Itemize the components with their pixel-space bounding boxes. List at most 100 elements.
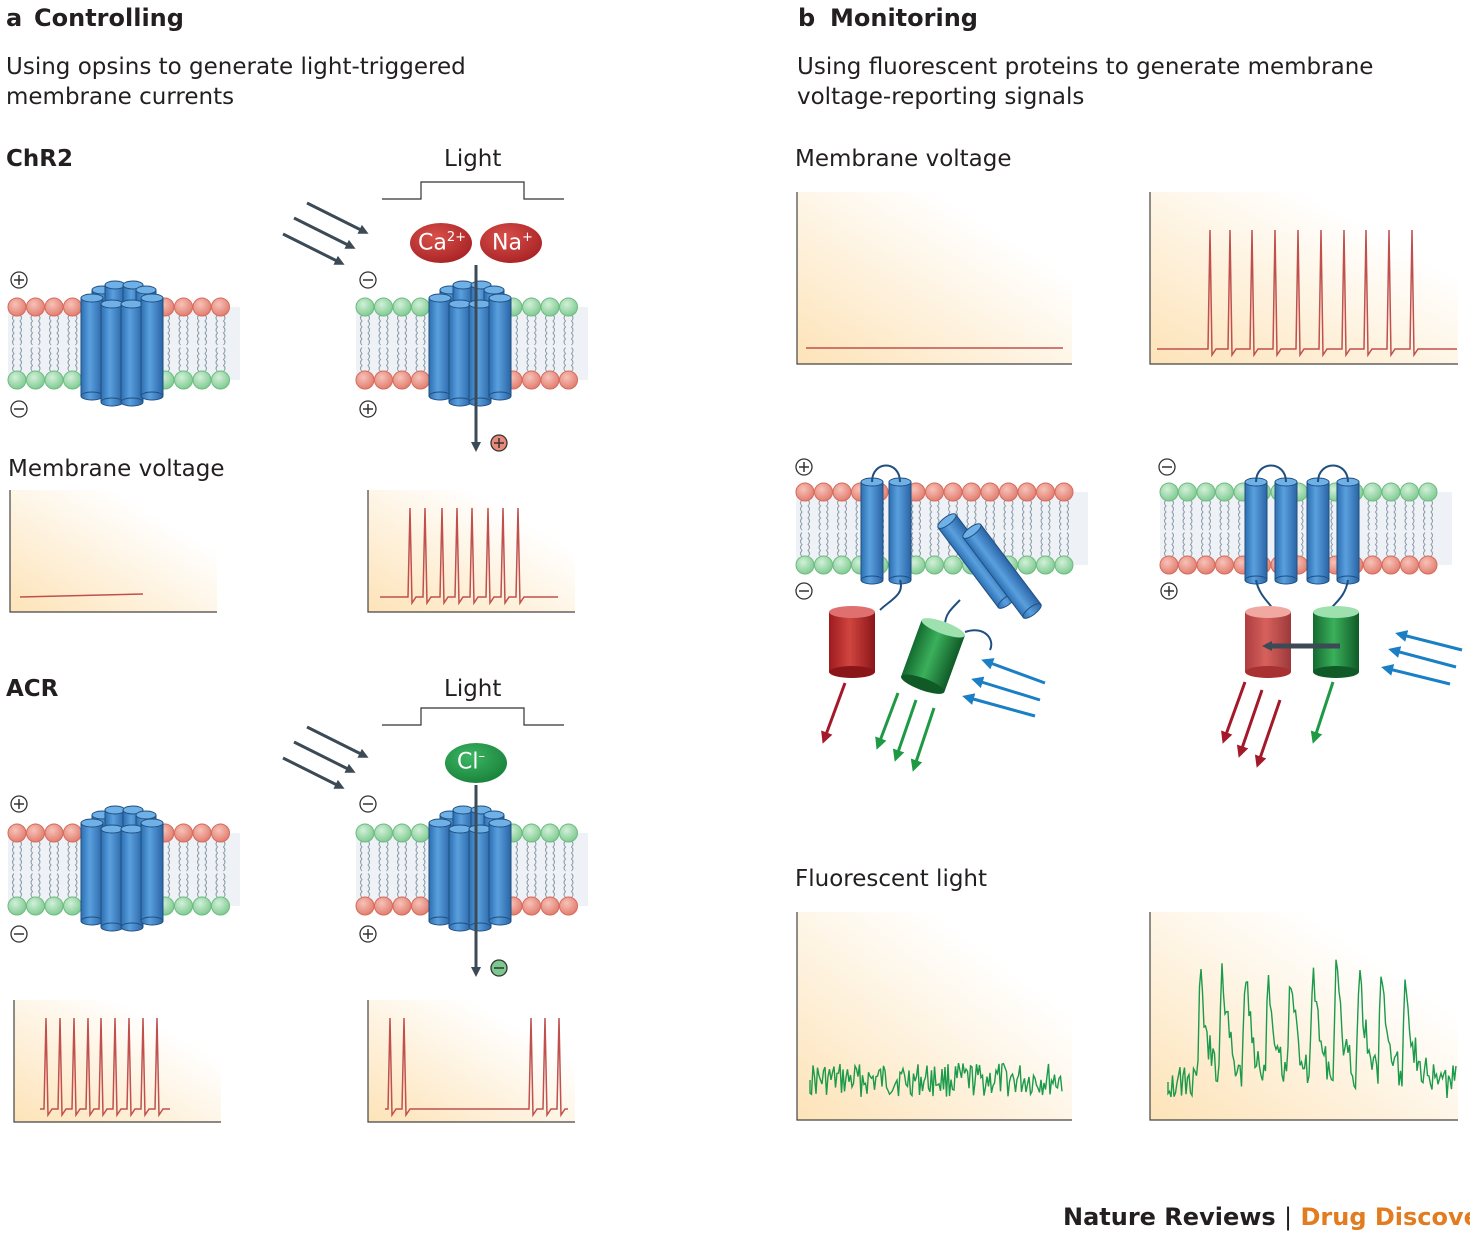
lipid-head <box>1036 482 1055 502</box>
lipid-tail <box>367 314 370 346</box>
excitation-arrow <box>1395 630 1463 652</box>
cylinder-body <box>80 297 104 397</box>
lipid-tail <box>215 840 219 872</box>
plot-voltage-rest <box>796 192 1072 365</box>
lipid-tail <box>74 840 78 872</box>
lipid-tail <box>966 499 970 531</box>
ion-cl-label: Cl– <box>457 749 485 774</box>
lipid-head <box>1159 555 1179 575</box>
cylinder-top <box>140 818 164 828</box>
cylinder-top <box>448 824 472 834</box>
lipid-tail <box>1404 499 1408 531</box>
channel-acr-lit <box>428 805 512 932</box>
lipid-tail <box>515 314 518 346</box>
cylinder-top <box>135 285 157 295</box>
lipid-tail <box>1430 499 1433 531</box>
light-pulse-acr <box>382 707 564 726</box>
helix <box>468 824 492 932</box>
helix <box>1336 477 1360 585</box>
plus-sign-icon <box>1160 582 1178 600</box>
cylinder-top <box>448 299 472 309</box>
plus-sign-icon <box>359 925 377 943</box>
ion-cl-oval <box>445 743 507 783</box>
lipid-head <box>192 896 212 916</box>
cylinder-top <box>80 818 104 828</box>
lipid-head <box>1400 482 1419 502</box>
plot-acr-rest <box>13 1000 221 1123</box>
lipid-tail <box>404 314 407 346</box>
footer-section: Drug Discovery <box>1300 1203 1470 1231</box>
cylinder-bottom <box>100 922 124 932</box>
lipid-tail <box>1300 499 1304 531</box>
cylinder-top <box>104 805 126 815</box>
cylinder-bottom <box>488 916 512 926</box>
plot-background <box>1150 912 1458 1120</box>
lipid-head <box>1381 482 1401 502</box>
helix <box>140 818 164 926</box>
lipid-tail <box>570 840 574 872</box>
green-fp-barrel <box>1313 612 1359 672</box>
cylinder-body <box>120 303 144 403</box>
lipid-tail <box>918 499 921 531</box>
red-emission-arrow <box>1221 681 1247 744</box>
lipid-head <box>540 823 560 843</box>
light-arrow <box>282 756 345 789</box>
lipid-tail <box>222 314 226 346</box>
cylinder-top <box>488 293 512 303</box>
red-emission-arrow <box>1236 689 1264 758</box>
cylinder-bottom <box>428 916 452 926</box>
linker <box>879 579 902 611</box>
helix <box>120 299 144 407</box>
lipid-head <box>925 555 944 575</box>
lipid-head <box>795 555 815 575</box>
plot-chr2-lit <box>367 490 575 613</box>
lipid-head <box>1381 555 1401 575</box>
cylinder-bottom <box>100 397 124 407</box>
lipid-head <box>999 482 1018 502</box>
lipid-tail <box>167 314 170 346</box>
cylinder-body <box>468 303 492 403</box>
lipid-tail <box>533 314 537 346</box>
light-arrow <box>293 216 356 249</box>
ion-ca-label: Ca2+ <box>418 230 466 255</box>
lipid-head <box>392 896 412 916</box>
cylinder-body <box>1336 481 1360 581</box>
red-emission-arrow <box>821 682 847 744</box>
lipid-head <box>44 823 64 843</box>
channel-chr2-lit <box>428 280 512 407</box>
footer-separator: | <box>1284 1203 1293 1231</box>
minus-sign-icon <box>359 271 377 289</box>
lipid-head <box>26 896 45 916</box>
minus-sign-icon <box>10 400 28 418</box>
lipid-head <box>26 823 45 843</box>
cylinder-bottom <box>80 916 104 926</box>
lipid-tail <box>185 840 189 872</box>
lipid-tail <box>197 840 200 872</box>
helix-loop <box>871 464 901 483</box>
cylinder-bottom <box>140 916 164 926</box>
minus-sign-icon <box>1158 458 1176 476</box>
lipid-tail <box>1010 499 1014 531</box>
lipid-head <box>211 823 230 843</box>
light-label-acr: Light <box>444 676 502 702</box>
ion-na-oval <box>480 223 542 263</box>
lipid-head <box>1196 482 1216 502</box>
lipid-tail <box>1411 499 1415 531</box>
cylinder-top <box>937 513 957 529</box>
lipid-tail <box>837 499 840 531</box>
negative-charge-icon <box>490 959 508 977</box>
green-emission-arrow <box>910 707 936 772</box>
lipid-tail <box>167 840 170 872</box>
cylinder-top <box>120 299 144 309</box>
cylinder-top <box>140 293 164 303</box>
helix <box>448 824 472 932</box>
lipid-head <box>962 482 981 502</box>
lipid-tail <box>1164 499 1167 531</box>
plot-axes <box>796 912 1072 1121</box>
cylinder-body <box>120 828 144 928</box>
helix <box>100 299 124 407</box>
helix <box>488 293 512 401</box>
cylinder-bottom <box>448 922 472 932</box>
voltage-trace-spikes <box>385 1017 568 1118</box>
cylinder-top <box>483 285 505 295</box>
